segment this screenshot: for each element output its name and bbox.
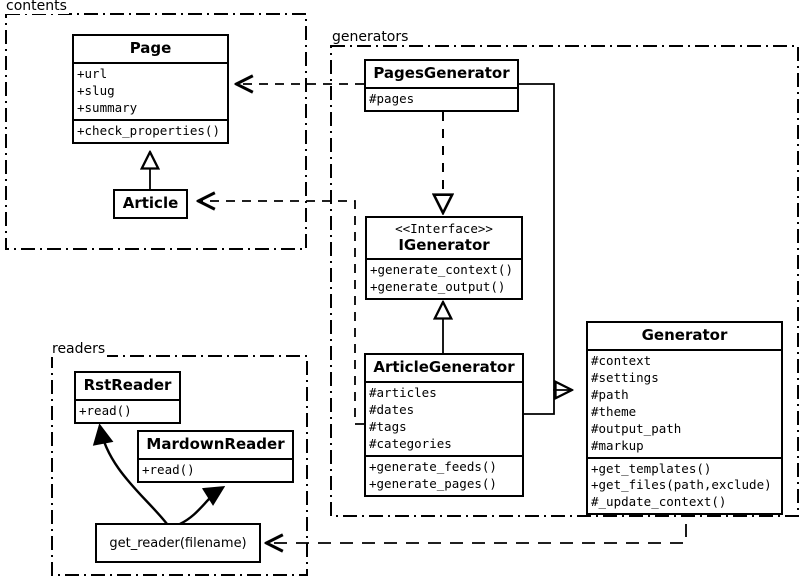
relation-pagesgenerator-generalizes-generator xyxy=(519,83,572,390)
class-name-igenerator: IGenerator xyxy=(398,236,490,254)
relation-generator-depends-getreader xyxy=(268,502,687,543)
relation-articlegenerator-generalizes-generator xyxy=(524,389,572,415)
class-name-generator: Generator xyxy=(588,323,781,352)
attribute-item: #categories xyxy=(369,435,452,451)
class-methods-page: +check_properties() xyxy=(74,121,227,142)
class-name-article: Article xyxy=(122,194,179,212)
class-box-article[interactable]: Article xyxy=(113,189,188,220)
method-item: +read() xyxy=(79,403,132,419)
method-item: +generate_feeds() xyxy=(369,458,497,474)
package-frame-generators xyxy=(330,45,799,517)
class-methods-mardownreader: +read() xyxy=(139,460,292,481)
class-box-mardownreader[interactable]: MardownReader +read() xyxy=(137,430,294,484)
package-label-contents: contents xyxy=(4,0,69,14)
method-item: +generate_pages() xyxy=(369,475,497,491)
attribute-item: +slug xyxy=(77,83,115,99)
class-box-pagesgenerator[interactable]: PagesGenerator #pages xyxy=(364,59,519,113)
class-methods-igenerator: +generate_context() +generate_output() xyxy=(367,260,521,298)
package-label-generators: generators xyxy=(330,29,411,45)
attribute-item: +summary xyxy=(77,100,138,115)
attribute-item: #pages xyxy=(369,91,415,107)
relation-getreader-creates-mardownreader xyxy=(179,488,222,526)
class-name-rstreader: RstReader xyxy=(76,373,179,402)
function-label-get-reader: get_reader(filename) xyxy=(109,535,247,551)
attribute-item: #markup xyxy=(591,437,644,453)
attribute-item: #path xyxy=(591,387,629,402)
class-methods-rstreader: +read() xyxy=(76,401,179,422)
function-box-get-reader[interactable]: get_reader(filename) xyxy=(95,523,261,563)
class-methods-articlegenerator: +generate_feeds() +generate_pages() xyxy=(366,457,522,495)
class-attributes-pagesgenerator: #pages xyxy=(366,89,517,110)
attribute-item: +url xyxy=(77,66,108,82)
attribute-item: #output_path xyxy=(591,420,682,436)
relation-articlegenerator-depends-article xyxy=(200,201,364,425)
relation-getreader-creates-rstreader xyxy=(100,427,168,525)
class-attributes-generator: #context #settings #path #theme #output_… xyxy=(588,351,781,459)
class-box-articlegenerator[interactable]: ArticleGenerator #articles #dates #tags … xyxy=(364,353,524,497)
class-name-page: Page xyxy=(74,36,227,65)
method-item: +read() xyxy=(142,462,195,478)
class-name-pagesgenerator: PagesGenerator xyxy=(366,61,517,90)
attribute-item: #context xyxy=(591,353,652,369)
package-frame-contents xyxy=(5,13,307,250)
attribute-item: #theme xyxy=(591,403,637,419)
attribute-item: #dates xyxy=(369,402,415,418)
method-item: +get_files(path,exclude) xyxy=(591,477,772,493)
class-header-igenerator: <<Interface>> IGenerator xyxy=(367,218,521,261)
method-item: +generate_output() xyxy=(370,279,506,295)
attribute-item: #settings xyxy=(591,370,659,386)
method-item: +generate_context() xyxy=(370,262,513,278)
method-item: +get_templates() xyxy=(591,460,712,476)
class-name-articlegenerator: ArticleGenerator xyxy=(366,355,522,384)
class-box-igenerator[interactable]: <<Interface>> IGenerator +generate_conte… xyxy=(365,216,523,300)
attribute-item: #tags xyxy=(369,419,407,434)
class-name-mardownreader: MardownReader xyxy=(139,432,292,461)
package-frame-readers xyxy=(51,355,308,576)
class-attributes-articlegenerator: #articles #dates #tags #categories xyxy=(366,383,522,457)
class-box-generator[interactable]: Generator #context #settings #path #them… xyxy=(586,321,783,516)
class-stereotype-igenerator: <<Interface>> xyxy=(395,221,493,236)
method-item: #_update_context() xyxy=(591,494,727,510)
method-item: +check_properties() xyxy=(77,122,220,138)
package-label-readers: readers xyxy=(50,341,108,357)
class-box-rstreader[interactable]: RstReader +read() xyxy=(74,371,181,425)
class-attributes-page: +url +slug +summary xyxy=(74,64,227,121)
class-methods-generator: +get_templates() +get_files(path,exclude… xyxy=(588,459,781,514)
attribute-item: #articles xyxy=(369,385,437,401)
class-box-page[interactable]: Page +url +slug +summary +check_properti… xyxy=(72,34,229,144)
